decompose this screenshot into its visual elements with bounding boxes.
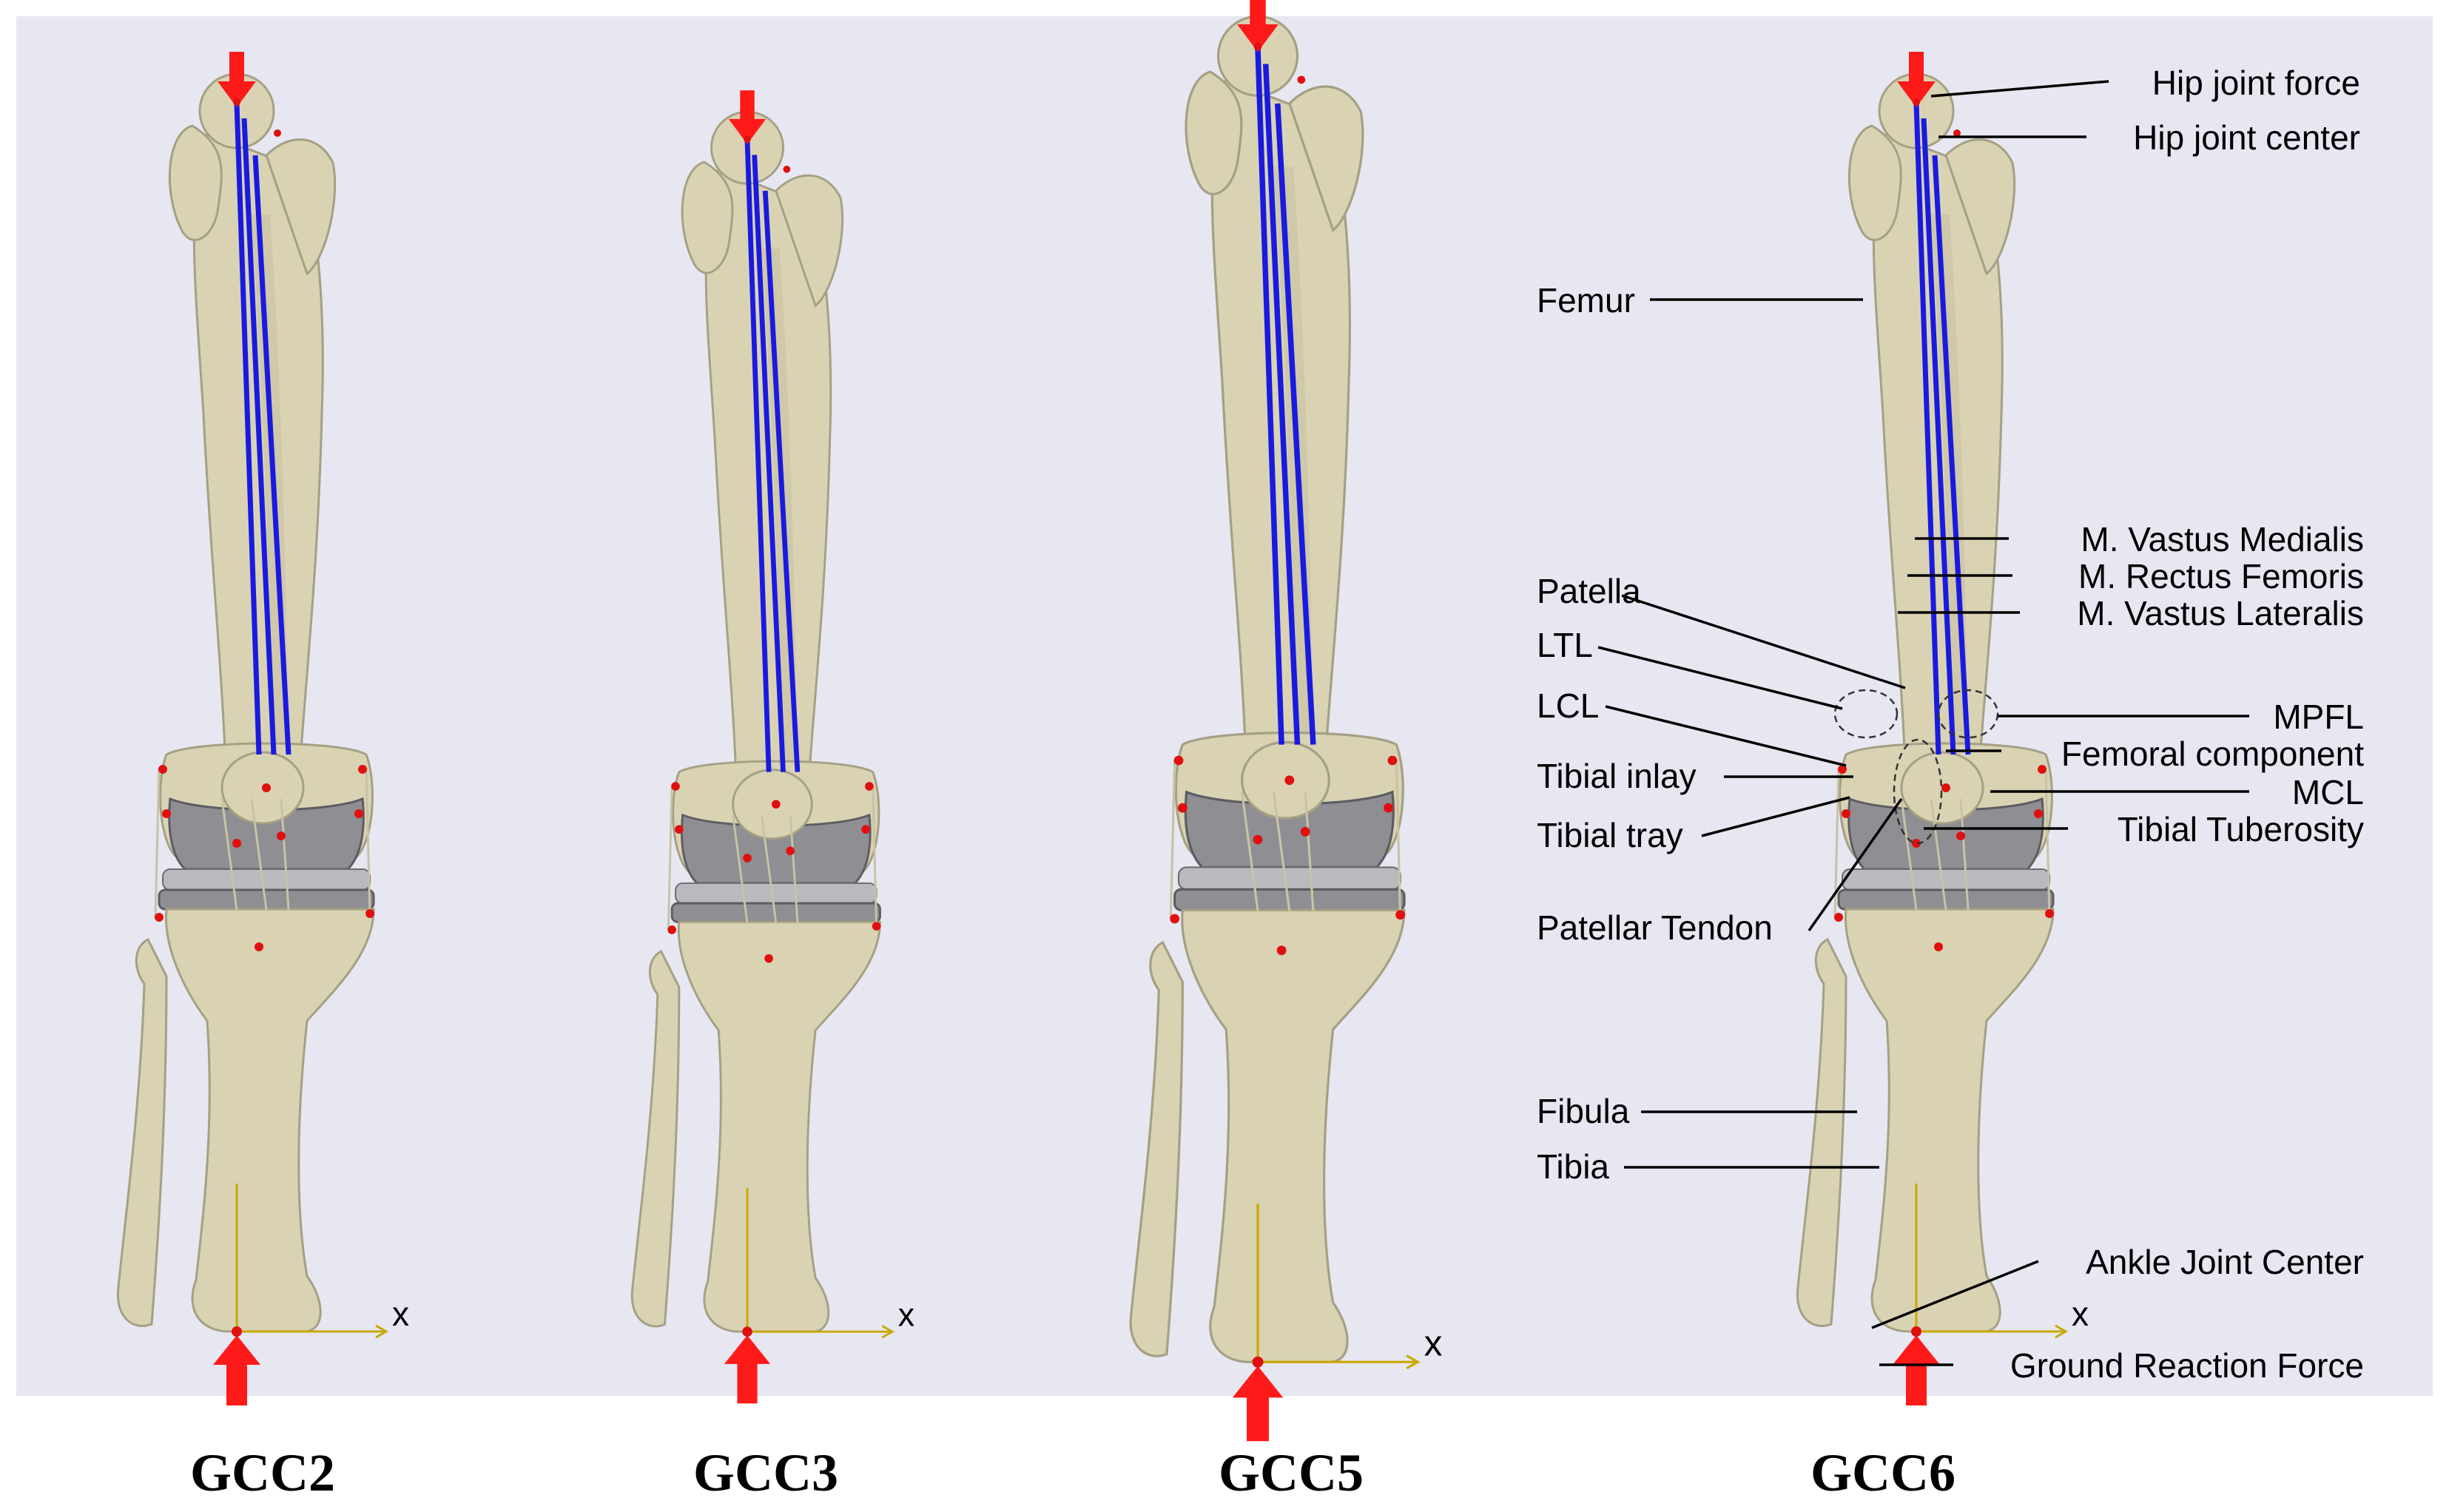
mpfl-ellipse bbox=[1937, 689, 1999, 739]
ltl-ellipse bbox=[1833, 689, 1899, 739]
label-tibial-tray: Tibial tray bbox=[1537, 816, 1683, 854]
label-femoral-component: Femoral component bbox=[2061, 735, 2364, 773]
label-ground-reaction-force: Ground Reaction Force bbox=[2010, 1346, 2364, 1385]
label-fibula: Fibula bbox=[1537, 1092, 1630, 1130]
caption-gcc6: GCC6 bbox=[1810, 1443, 1956, 1502]
label-tibia: Tibia bbox=[1537, 1147, 1609, 1186]
label-patellar-tendon: Patellar Tendon bbox=[1537, 908, 1773, 947]
leader-patella bbox=[1621, 594, 1906, 689]
label-tibial-tuberosity: Tibial Tuberosity bbox=[2118, 810, 2364, 848]
tuberosity-ellipse bbox=[1893, 738, 1943, 845]
label-hip-joint-center: Hip joint center bbox=[2133, 118, 2360, 157]
label-mpfl: MPFL bbox=[2273, 698, 2364, 736]
label-lcl: LCL bbox=[1537, 686, 1599, 725]
caption-gcc2: GCC2 bbox=[190, 1443, 335, 1502]
leader-hip-joint-force bbox=[1930, 80, 2109, 98]
label-hip-joint-force: Hip joint force bbox=[2152, 64, 2360, 102]
leader-tibial-tray bbox=[1701, 796, 1850, 837]
label-mcl: MCL bbox=[2292, 773, 2364, 811]
leader-patellar-tendon bbox=[1808, 797, 1903, 932]
caption-gcc5: GCC5 bbox=[1219, 1443, 1364, 1502]
leader-ltl bbox=[1597, 646, 1843, 710]
label-vastus-lateralis: M. Vastus Lateralis bbox=[2077, 594, 2364, 632]
label-femur: Femur bbox=[1537, 281, 1635, 320]
label-tibial-inlay: Tibial inlay bbox=[1537, 757, 1697, 795]
caption-gcc3: GCC3 bbox=[693, 1443, 838, 1502]
label-patella: Patella bbox=[1537, 572, 1641, 610]
label-rectus-femoris: M. Rectus Femoris bbox=[2078, 557, 2364, 595]
leader-lcl bbox=[1605, 705, 1847, 767]
label-vastus-medialis: M. Vastus Medialis bbox=[2081, 520, 2364, 558]
label-ankle-joint-center: Ankle Joint Center bbox=[2086, 1243, 2364, 1281]
label-ltl: LTL bbox=[1537, 626, 1593, 664]
leader-ankle-joint-center bbox=[1871, 1260, 2039, 1329]
